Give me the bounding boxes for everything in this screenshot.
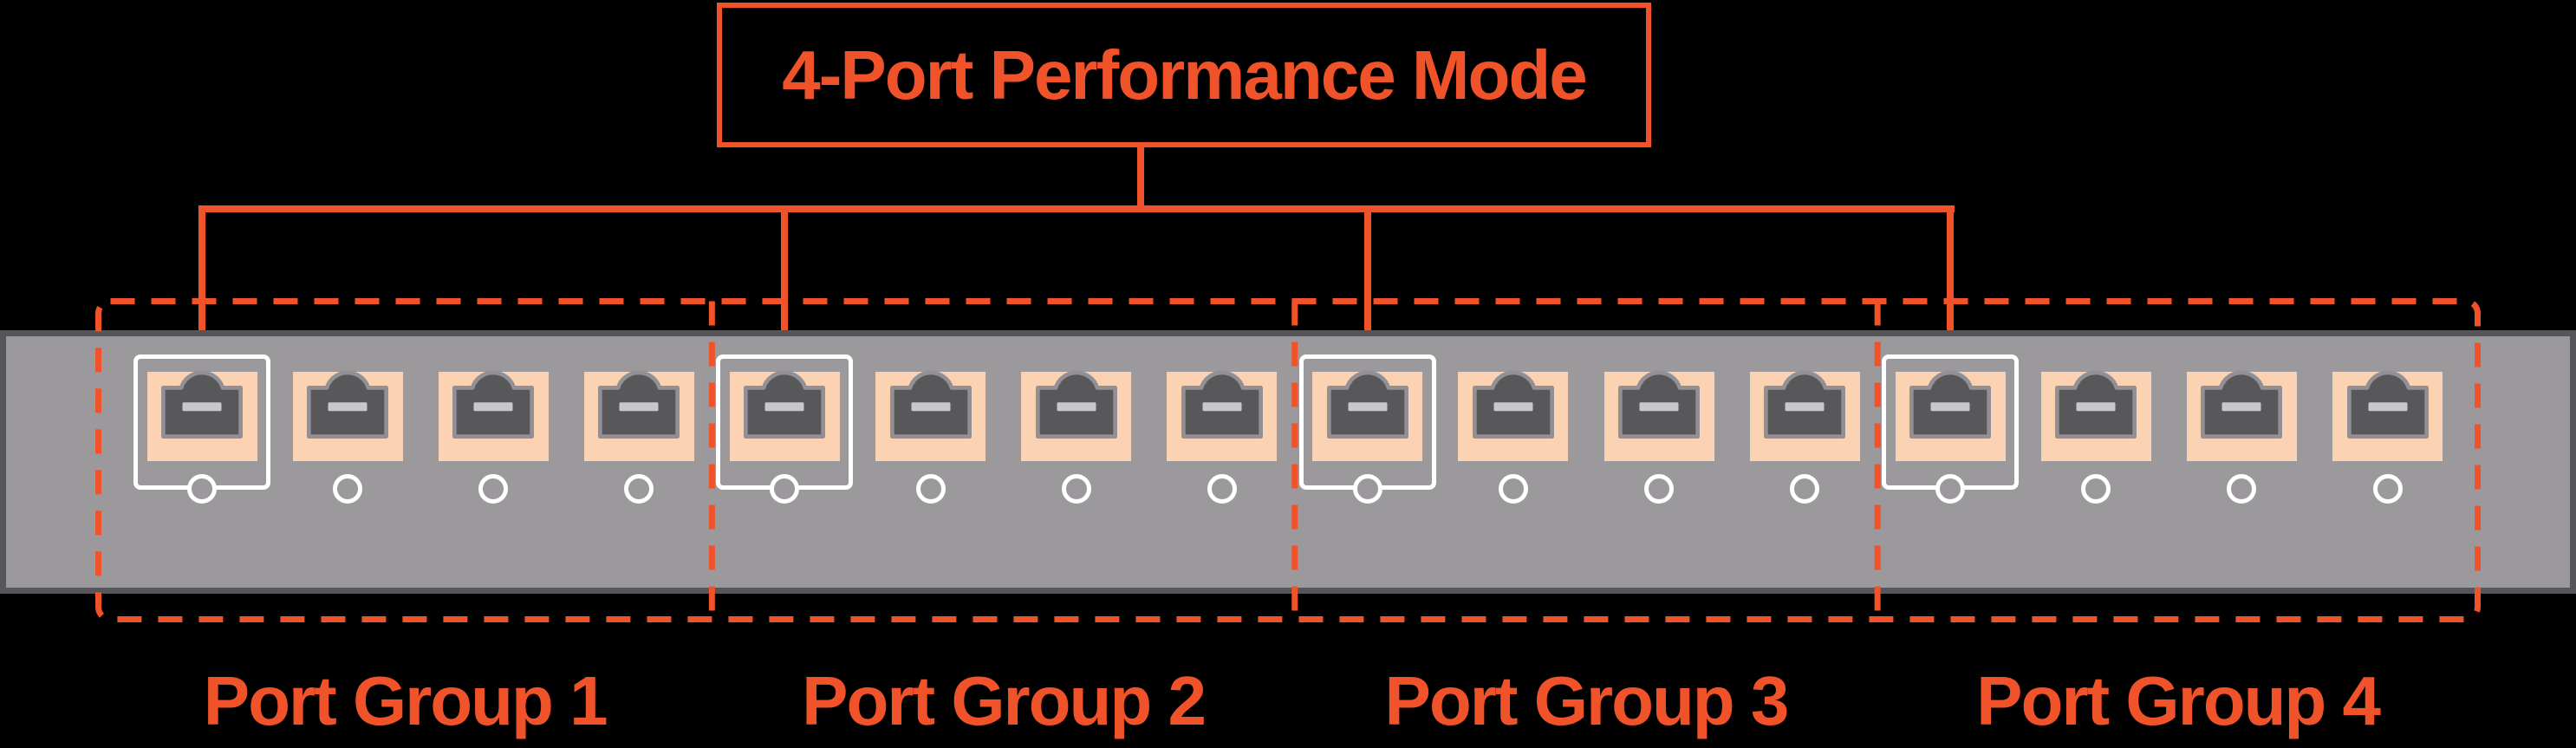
rj45-port (716, 354, 854, 507)
connector-drop-line (1363, 205, 1371, 336)
title-text: 4-Port Performance Mode (782, 36, 1588, 114)
led-indicator-icon (1061, 474, 1091, 504)
rj45-port (862, 354, 999, 507)
led-indicator-icon (187, 474, 217, 504)
rj45-connector-icon (1326, 370, 1408, 439)
connector-drop-line (198, 205, 205, 336)
rj45-port (1154, 354, 1291, 507)
rj45-connector-icon (1181, 370, 1263, 439)
rj45-port (2027, 354, 2164, 507)
rj45-connector-icon (744, 370, 826, 439)
led-indicator-icon (1352, 474, 1382, 504)
led-indicator-icon (2227, 474, 2257, 504)
led-indicator-icon (478, 474, 509, 504)
rj45-port (2173, 354, 2310, 507)
led-indicator-icon (1790, 474, 1820, 504)
led-indicator-icon (1935, 474, 1966, 504)
rj45-connector-icon (1472, 370, 1554, 439)
rj45-port (1445, 354, 1582, 507)
port-group-label: Port Group 4 (1976, 662, 2381, 739)
rj45-connector-icon (1909, 370, 1992, 439)
rj45-connector-icon (161, 370, 243, 439)
rj45-port (279, 354, 416, 507)
rj45-connector-icon (2201, 370, 2283, 439)
connector-drop-line (781, 205, 789, 336)
rj45-port (2319, 354, 2456, 507)
led-indicator-icon (1207, 474, 1237, 504)
rj45-connector-icon (1618, 370, 1700, 439)
rj45-connector-icon (307, 370, 389, 439)
rj45-connector-icon (889, 370, 972, 439)
rj45-connector-icon (2055, 370, 2137, 439)
port-group-label: Port Group 3 (1384, 662, 1789, 739)
rj45-connector-icon (1764, 370, 1846, 439)
rj45-port (1008, 354, 1145, 507)
led-indicator-icon (2372, 474, 2403, 504)
title-box: 4-Port Performance Mode (717, 3, 1651, 147)
rj45-connector-icon (2346, 370, 2429, 439)
rj45-port (133, 354, 270, 507)
port-group-label: Port Group 1 (203, 662, 608, 739)
rj45-port (1882, 354, 2020, 507)
led-indicator-icon (770, 474, 800, 504)
rj45-port (570, 354, 707, 507)
rj45-port (1298, 354, 1436, 507)
led-indicator-icon (1644, 474, 1674, 504)
rj45-port (1736, 354, 1873, 507)
connector-drop-line (1947, 205, 1955, 336)
led-indicator-icon (2081, 474, 2111, 504)
led-indicator-icon (624, 474, 654, 504)
rj45-connector-icon (1035, 370, 1117, 439)
rj45-port (425, 354, 562, 507)
led-indicator-icon (915, 474, 946, 504)
rj45-connector-icon (452, 370, 535, 439)
port-group-label: Port Group 2 (802, 662, 1207, 739)
title-connector-stub (1137, 146, 1144, 208)
rj45-port (1590, 354, 1727, 507)
led-indicator-icon (333, 474, 363, 504)
led-indicator-icon (1498, 474, 1528, 504)
rj45-connector-icon (598, 370, 680, 439)
connector-horizontal-rail (198, 205, 1955, 212)
